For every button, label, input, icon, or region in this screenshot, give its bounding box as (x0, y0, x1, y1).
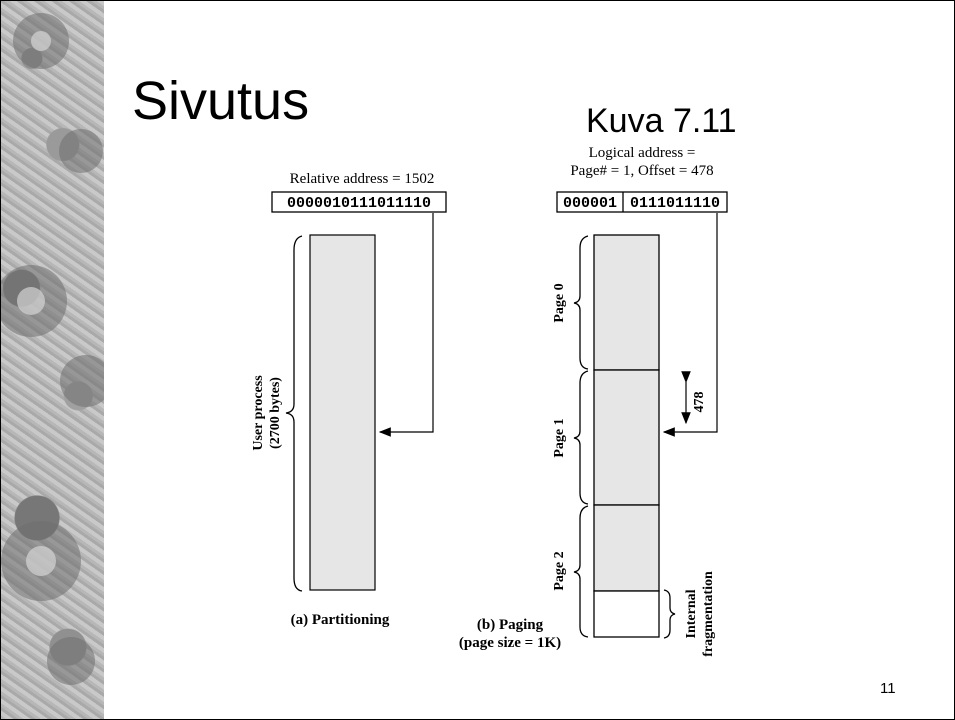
relative-address-box (271, 191, 447, 213)
page-0-block (593, 234, 660, 371)
decorative-gear-strip (1, 1, 104, 719)
logical-address-caption: Logical address = (589, 145, 696, 161)
user-process-block (309, 234, 376, 591)
page-0-label: Page 0 (552, 283, 567, 322)
slide-title: Sivutus (132, 71, 310, 131)
page-number-bits: 000001 (563, 195, 617, 212)
page-1-label: Page 1 (552, 418, 567, 457)
slide-number: 11 (880, 680, 896, 697)
offset-label: 478 (692, 392, 707, 413)
page-1-brace (573, 370, 589, 505)
user-process-label: User process (251, 375, 266, 451)
paging-page-size-caption: (page size = 1K) (459, 635, 561, 651)
page-2-brace (573, 505, 589, 638)
internal-fragmentation-label-2: fragmentation (701, 571, 716, 657)
internal-fragmentation-label: Internal (684, 589, 699, 638)
page-0-brace (573, 235, 589, 370)
paging-caption: (b) Paging (477, 617, 544, 633)
logical-address-box (556, 191, 728, 213)
paging-address-arrow (662, 213, 718, 437)
figure-reference: Kuva 7.11 (586, 102, 737, 140)
partitioning-caption: (a) Partitioning (291, 612, 390, 628)
page-2-label: Page 2 (552, 551, 567, 590)
page-1-block (593, 369, 660, 506)
partitioning-address-arrow (378, 213, 434, 437)
offset-bits: 0111011110 (630, 195, 720, 212)
page-2-block (593, 504, 660, 592)
user-process-size-label: (2700 bytes) (268, 377, 283, 449)
internal-fragmentation-block (593, 590, 660, 638)
relative-address-bits: 0000010111011110 (287, 195, 431, 212)
internal-fragmentation-brace (663, 589, 676, 639)
user-process-brace (285, 235, 303, 592)
logical-address-values: Page# = 1, Offset = 478 (570, 163, 713, 179)
relative-address-caption: Relative address = 1502 (290, 171, 435, 187)
